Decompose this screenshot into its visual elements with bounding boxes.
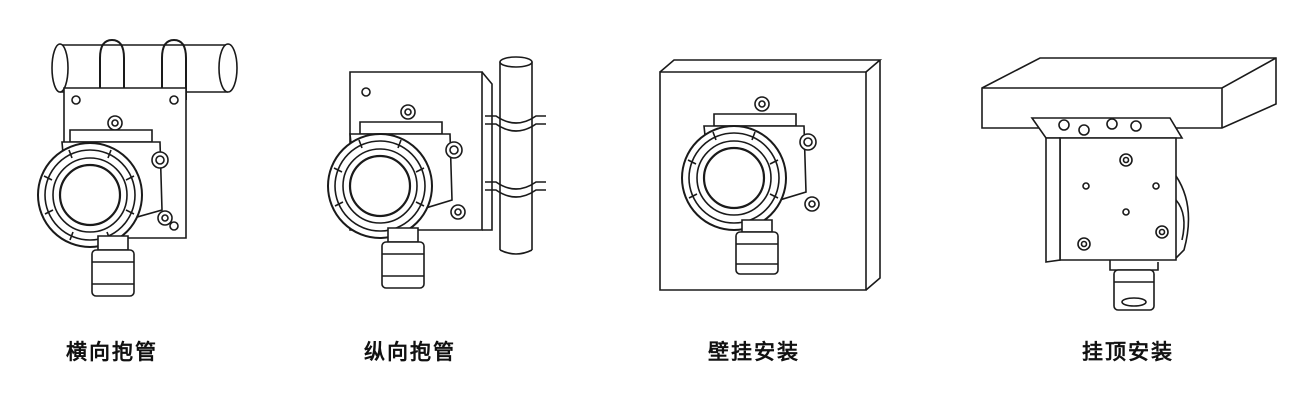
label-vertical-pipe: 纵向抱管 bbox=[364, 340, 456, 364]
vertical-pipe-mount-illustration bbox=[320, 0, 640, 330]
label-horizontal-pipe: 横向抱管 bbox=[66, 340, 158, 364]
method-wall-mount: 壁挂安装 bbox=[640, 0, 960, 403]
label-wall-mount: 壁挂安装 bbox=[708, 340, 800, 364]
method-horizontal-pipe: 横向抱管 bbox=[0, 0, 320, 403]
ceiling-mount-illustration bbox=[960, 0, 1295, 330]
label-ceiling-mount: 挂顶安装 bbox=[1082, 340, 1174, 364]
method-vertical-pipe: 纵向抱管 bbox=[320, 0, 640, 403]
method-ceiling-mount: 挂顶安装 bbox=[960, 0, 1295, 403]
wall-mount-illustration bbox=[640, 0, 960, 330]
horizontal-pipe-mount-illustration bbox=[0, 0, 320, 330]
